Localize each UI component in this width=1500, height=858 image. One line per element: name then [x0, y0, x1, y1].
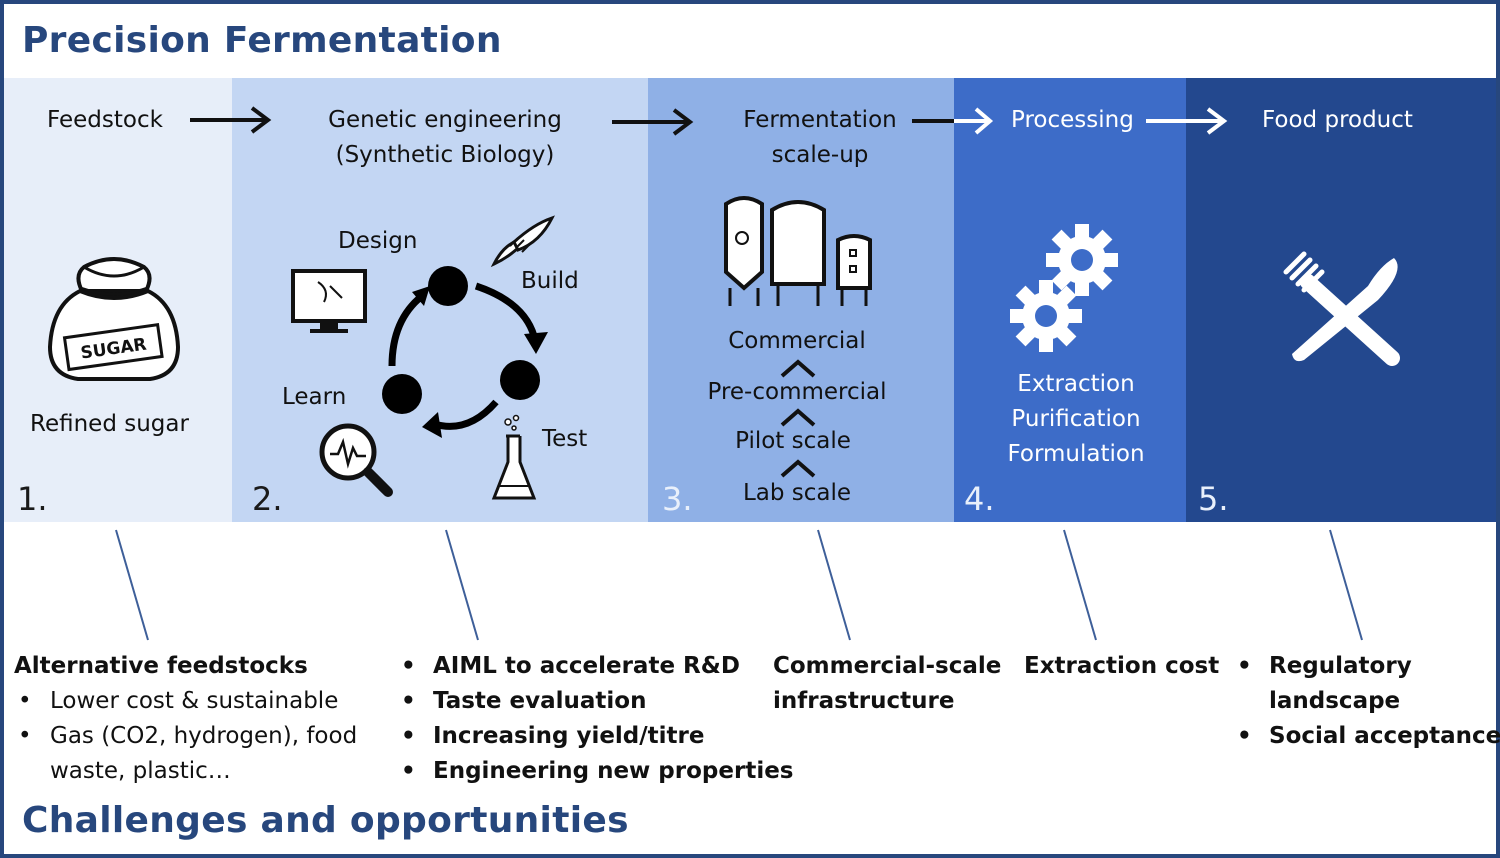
cycle-design-label: Design	[338, 228, 418, 254]
arrow-4-icon	[1146, 107, 1228, 135]
arrow-1-icon	[190, 106, 272, 134]
arrow-3-icon	[912, 107, 994, 135]
stage-5-band	[1186, 78, 1496, 522]
fork-knife-icon	[1283, 251, 1400, 366]
monitor-icon	[291, 269, 367, 333]
stage-4-number: 4.	[964, 480, 995, 518]
list-item: •Lower cost & sustainable	[18, 688, 339, 714]
chevron-up-icon	[780, 408, 816, 427]
stage-4-header: Processing	[1011, 107, 1134, 133]
stage-2-number: 2.	[252, 480, 283, 518]
arrow-2-icon	[612, 108, 694, 136]
scale-lab: Lab scale	[742, 480, 852, 506]
list-item: •AIML to accelerate R&D	[401, 653, 740, 679]
fermentation-tanks-icon	[724, 196, 872, 306]
magnifier-icon	[319, 423, 393, 497]
challenge-3-line2: infrastructure	[773, 688, 955, 714]
stage-2-header-line2: (Synthetic Biology)	[335, 142, 555, 168]
list-item: •Increasing yield/titre	[401, 723, 705, 749]
stage-1-label: Refined sugar	[30, 411, 189, 437]
flask-icon	[491, 414, 537, 500]
cycle-build-label: Build	[521, 268, 579, 294]
bottom-title: Challenges and opportunities	[22, 800, 629, 841]
diagram-title: Precision Fermentation	[22, 20, 502, 61]
stage-3-number: 3.	[662, 480, 693, 518]
stage-3-header-line2: scale-up	[771, 142, 869, 168]
stage-3-band	[648, 78, 954, 522]
list-item: •Regulatory	[1237, 653, 1412, 679]
stage-5-header: Food product	[1262, 107, 1413, 133]
scale-pilot: Pilot scale	[735, 428, 851, 454]
list-item: waste, plastic…	[50, 758, 231, 784]
challenge-1-list: •Lower cost & sustainable •Gas (CO2, hyd…	[18, 684, 358, 789]
chevron-up-icon	[780, 359, 816, 378]
process-formulation: Formulation	[1007, 441, 1145, 467]
challenge-1-title: Alternative feedstocks	[14, 653, 308, 679]
scale-up-chevrons	[780, 359, 816, 478]
list-item: landscape	[1269, 688, 1401, 714]
stage-1-header: Feedstock	[47, 107, 163, 133]
process-extraction: Extraction	[1017, 371, 1135, 397]
dna-icon	[490, 215, 555, 268]
list-item: •Social acceptance	[1237, 723, 1500, 749]
cycle-test-label: Test	[542, 426, 588, 452]
stage-2-header-line1: Genetic engineering	[328, 107, 562, 133]
dbtl-cycle	[382, 266, 548, 438]
cycle-learn-label: Learn	[282, 384, 347, 410]
list-item: •Gas (CO2, hydrogen), food	[18, 723, 358, 749]
gears-icon	[1010, 224, 1118, 352]
list-item: •Taste evaluation	[401, 688, 647, 714]
sugar-bag-icon: SUGAR	[47, 257, 181, 381]
list-item: •Engineering new properties	[401, 758, 794, 784]
scale-commercial: Commercial	[728, 328, 866, 354]
stage-1-number: 1.	[17, 480, 48, 518]
challenge-5-list: •Regulatory landscape •Social acceptance	[1237, 649, 1500, 754]
stage-5-number: 5.	[1198, 480, 1229, 518]
stage-3-header-line1: Fermentation	[743, 107, 897, 133]
challenge-4-text: Extraction cost	[1024, 653, 1220, 679]
scale-pre-commercial: Pre-commercial	[707, 379, 887, 405]
challenge-3-line1: Commercial-scale	[773, 653, 1002, 679]
challenge-2-list: •AIML to accelerate R&D •Taste evaluatio…	[401, 649, 794, 789]
process-purification: Purification	[1011, 406, 1141, 432]
chevron-up-icon	[780, 459, 816, 478]
